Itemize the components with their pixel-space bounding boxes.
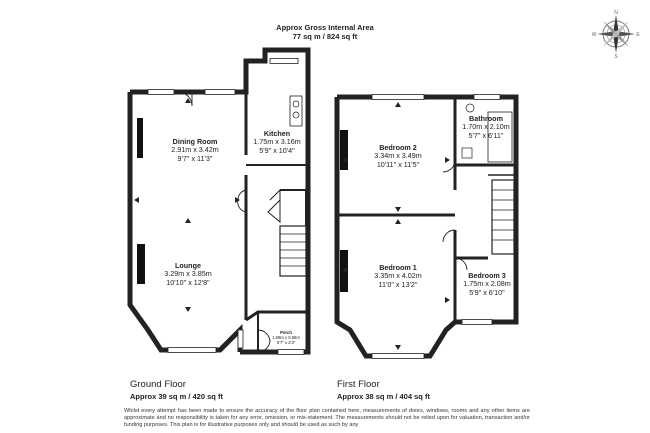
- disclaimer-text: Whilst every attempt has been made to en…: [124, 408, 530, 428]
- room-metric: 1.70m x 2.10m: [462, 122, 510, 132]
- room-name: Bedroom 1: [379, 263, 417, 272]
- compass-label-n: N: [614, 10, 618, 16]
- gross-area-value: 77 sq m / 824 sq ft: [292, 32, 358, 41]
- room-label-bedroom-1: Bedroom 1 3.35m x 4.02m 11'0" x 13'2": [360, 263, 436, 289]
- room-label-bedroom-2: Bedroom 2 3.34m x 3.49m 10'11" x 11'5": [360, 143, 436, 169]
- gross-area-title: Approx Gross Internal Area: [276, 23, 374, 32]
- floor-area-ground: Approx 39 sq m / 420 sq ft: [130, 392, 223, 401]
- room-name: Porch: [280, 330, 292, 335]
- compass-label-w: W: [592, 32, 597, 38]
- room-name: Dining Room: [172, 137, 218, 146]
- dimension-markers: [134, 98, 450, 350]
- room-metric: 3.34m x 3.49m: [374, 151, 422, 161]
- room-metric: 1.69m x 0.68m: [272, 335, 300, 340]
- room-imperial: 10'11" x 11'5": [376, 159, 420, 169]
- room-imperial: 5'9" x 10'4": [259, 145, 295, 155]
- room-label-dining-room: Dining Room 2.91m x 3.42m 9'7" x 11'3": [160, 137, 230, 163]
- room-metric: 1.75m x 3.16m: [253, 137, 301, 147]
- room-metric: 2.91m x 3.42m: [171, 145, 219, 155]
- first-floor-windows: [371, 94, 501, 359]
- room-metric: 3.35m x 4.02m: [374, 271, 422, 281]
- room-imperial: 5'9" x 6'10": [469, 287, 505, 297]
- floor-title-first: First Floor: [337, 379, 380, 390]
- compass-label-s: S: [614, 54, 618, 58]
- floor-title-ground: Ground Floor: [130, 379, 186, 390]
- room-imperial: 5'7" x 6'11": [468, 130, 504, 140]
- room-name: Bedroom 2: [379, 143, 417, 152]
- room-name: Kitchen: [263, 129, 291, 138]
- room-label-lounge: Lounge 3.29m x 3.85m 10'10" x 12'8": [152, 261, 224, 287]
- first-floor-walls: [334, 94, 519, 359]
- room-imperial: 10'10" x 12'8": [166, 277, 210, 287]
- room-metric: 1.75m x 2.08m: [463, 279, 511, 289]
- room-imperial: 11'0" x 13'2": [378, 279, 418, 289]
- room-label-kitchen: Kitchen 1.75m x 3.16m 5'9" x 10'4": [247, 129, 307, 155]
- room-name: Bathroom: [469, 114, 503, 123]
- room-label-porch: Porch 1.69m x 0.68m 5'7" x 2'3": [264, 330, 308, 345]
- room-name: Bedroom 3: [468, 271, 506, 280]
- ground-floor-windows: [147, 58, 305, 355]
- compass-rose-icon: N E S W: [592, 10, 640, 58]
- floor-area-first: Approx 38 sq m / 404 sq ft: [337, 392, 430, 401]
- compass-label-e: E: [636, 32, 640, 38]
- room-name: Lounge: [175, 261, 201, 270]
- room-label-bedroom-3: Bedroom 3 1.75m x 2.08m 5'9" x 6'10": [456, 271, 518, 297]
- room-imperial: 9'7" x 11'3": [177, 153, 213, 163]
- ground-floor-walls: [127, 47, 311, 355]
- room-metric: 3.29m x 3.85m: [164, 269, 212, 279]
- room-label-bathroom: Bathroom 1.70m x 2.10m 5'7" x 6'11": [456, 114, 516, 140]
- room-imperial: 5'7" x 2'3": [276, 340, 296, 345]
